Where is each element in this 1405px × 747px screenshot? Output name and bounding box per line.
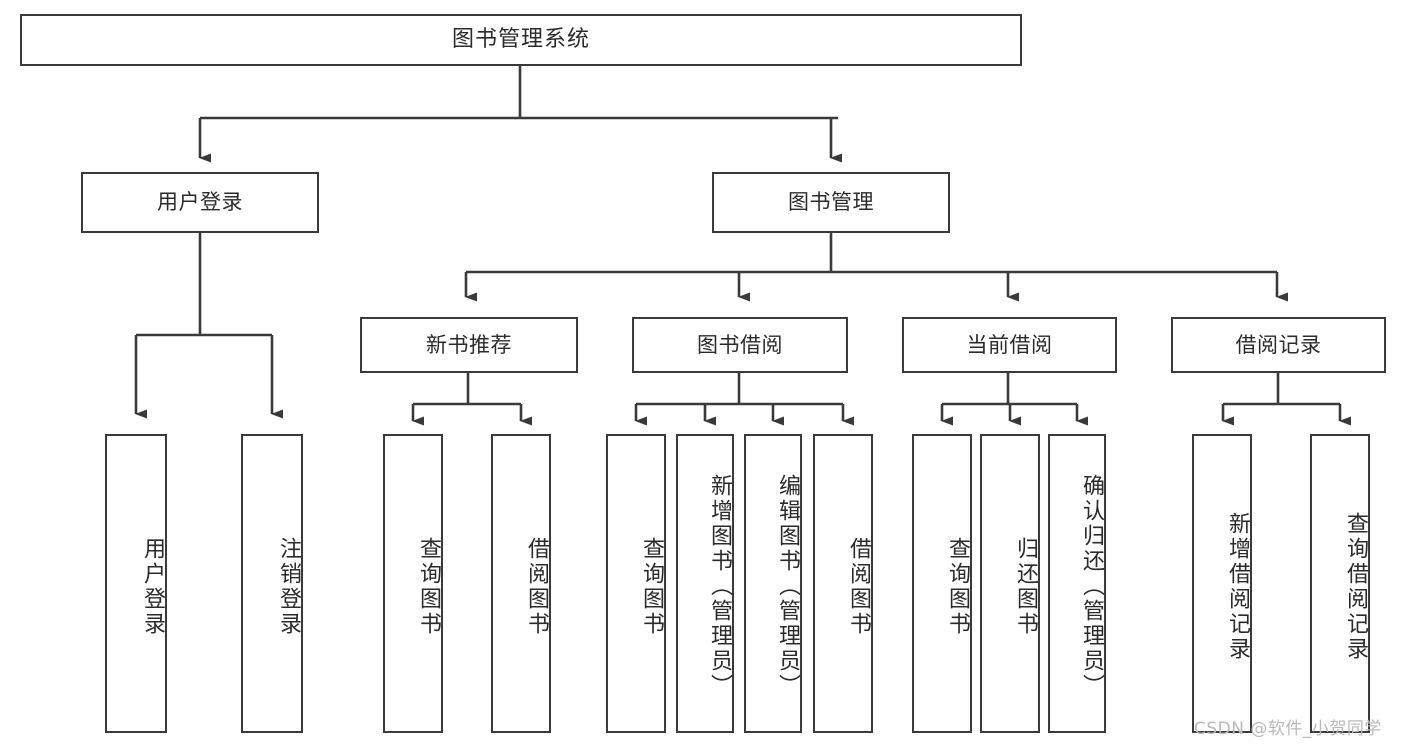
node-root[interactable]: 图书管理系统 (20, 14, 1022, 66)
leaf-add-book[interactable]: 新增图书（管理员） (676, 434, 734, 733)
node-borrow-record[interactable]: 借阅记录 (1171, 317, 1386, 373)
leaf-add-record[interactable]: 新增借阅记录 (1192, 434, 1252, 733)
node-book-borrow[interactable]: 图书借阅 (632, 317, 848, 373)
leaf-user-login[interactable]: 用户登录 (105, 434, 167, 733)
node-user-login[interactable]: 用户登录 (81, 172, 319, 233)
leaf-query-book-1[interactable]: 查询图书 (383, 434, 443, 733)
leaf-query-book-3[interactable]: 查询图书 (912, 434, 972, 733)
leaf-borrow-book-1[interactable]: 借阅图书 (491, 434, 551, 733)
leaf-confirm-return[interactable]: 确认归还（管理员） (1048, 434, 1106, 733)
leaf-query-book-2[interactable]: 查询图书 (606, 434, 666, 733)
node-current-borrow[interactable]: 当前借阅 (902, 317, 1117, 373)
leaf-query-record[interactable]: 查询借阅记录 (1310, 434, 1370, 733)
leaf-edit-book[interactable]: 编辑图书（管理员） (744, 434, 802, 733)
leaf-user-logout[interactable]: 注销登录 (241, 434, 303, 733)
node-book-manage[interactable]: 图书管理 (712, 172, 950, 233)
watermark-text: CSDN @软件_小贺同学 (1194, 719, 1382, 739)
node-new-book-recommend[interactable]: 新书推荐 (360, 317, 578, 373)
leaf-borrow-book-2[interactable]: 借阅图书 (813, 434, 873, 733)
leaf-return-book[interactable]: 归还图书 (980, 434, 1040, 733)
